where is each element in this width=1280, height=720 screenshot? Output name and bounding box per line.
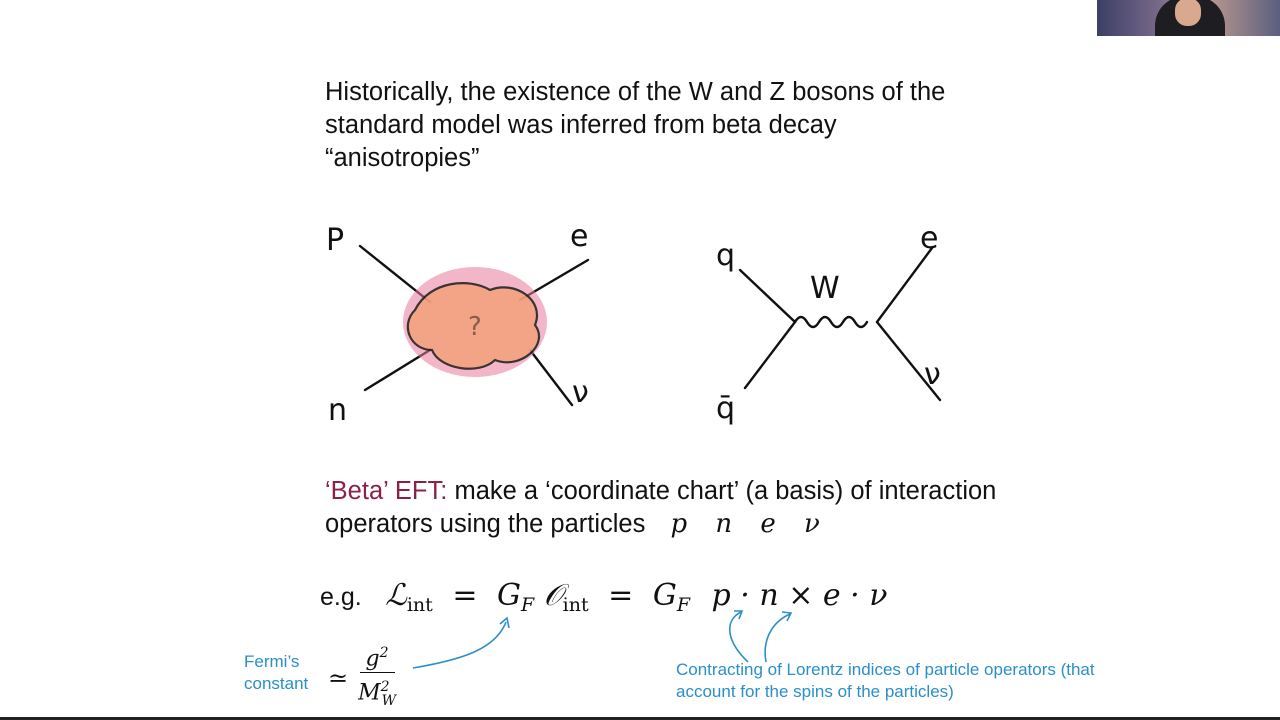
label-e-left: e	[570, 219, 588, 254]
subscript-f-1: F	[521, 594, 535, 616]
denominator-exponent: 2	[380, 679, 390, 696]
presenter-face	[1175, 0, 1201, 26]
denominator-m: M	[358, 680, 381, 706]
fermi-arrow	[412, 621, 507, 669]
g-symbol-2: G	[652, 578, 677, 613]
eft-text: make a ‘coordinate chart’ (a basis) of i…	[325, 477, 997, 538]
feynman-diagrams: ? P e n ν q q̄ W e ν	[326, 219, 942, 428]
eft-label: ‘Beta’ EFT:	[325, 477, 448, 505]
numerator-exponent: 2	[379, 645, 389, 661]
label-qbar: q̄	[716, 391, 735, 426]
coupling-fraction: g2 M2W	[358, 640, 396, 715]
contraction-note: Contracting of Lorentz indices of partic…	[676, 660, 1095, 701]
dot-arrow-1	[728, 611, 749, 663]
subscript-int-2: int	[562, 594, 589, 616]
dot-arrow-2	[764, 613, 791, 663]
fraction-numerator: g2	[359, 640, 395, 674]
fermi-approximation: ≃ g2 M2W	[328, 640, 396, 715]
right-diagram	[738, 246, 942, 402]
interaction-lagrangian: e.g. ℒint = GF 𝒪int = GF p · n × e · ν	[320, 578, 888, 616]
approx-symbol: ≃	[328, 663, 349, 692]
eft-description: ‘Beta’ EFT: make a ‘coordinate chart’ (a…	[325, 475, 1025, 541]
label-q: q	[716, 238, 735, 273]
particle-list: p n e ν	[670, 509, 821, 539]
label-e-right: e	[920, 221, 938, 256]
g-symbol-1: G	[497, 578, 522, 613]
bottom-border	[0, 717, 1280, 720]
question-mark-label: ?	[468, 312, 482, 342]
numerator-g: g	[365, 646, 380, 672]
equals-2: =	[608, 578, 634, 613]
eg-label: e.g.	[320, 583, 362, 611]
fermi-arrowhead	[499, 616, 510, 629]
equals-1: =	[452, 578, 478, 613]
label-p: P	[326, 223, 344, 258]
effective-vertex-blob: ?	[403, 267, 547, 377]
lagrangian-symbol: ℒ	[385, 578, 407, 613]
webcam-thumbnail	[1097, 0, 1280, 36]
subscript-int-1: int	[406, 594, 433, 616]
operator-symbol: 𝒪	[543, 578, 563, 613]
intro-text: Historically, the existence of the W and…	[325, 78, 946, 172]
fermi-constant-note: Fermi’s constant	[244, 652, 309, 693]
label-nu-left: ν	[572, 375, 589, 410]
operator-product: p · n × e · ν	[711, 578, 888, 613]
denominator-subscript: W	[381, 693, 396, 710]
label-w: W	[810, 271, 840, 306]
subscript-f-2: F	[676, 594, 690, 616]
label-n: n	[328, 393, 347, 428]
label-nu-right: ν	[924, 357, 941, 392]
fraction-denominator: M2W	[358, 673, 396, 715]
